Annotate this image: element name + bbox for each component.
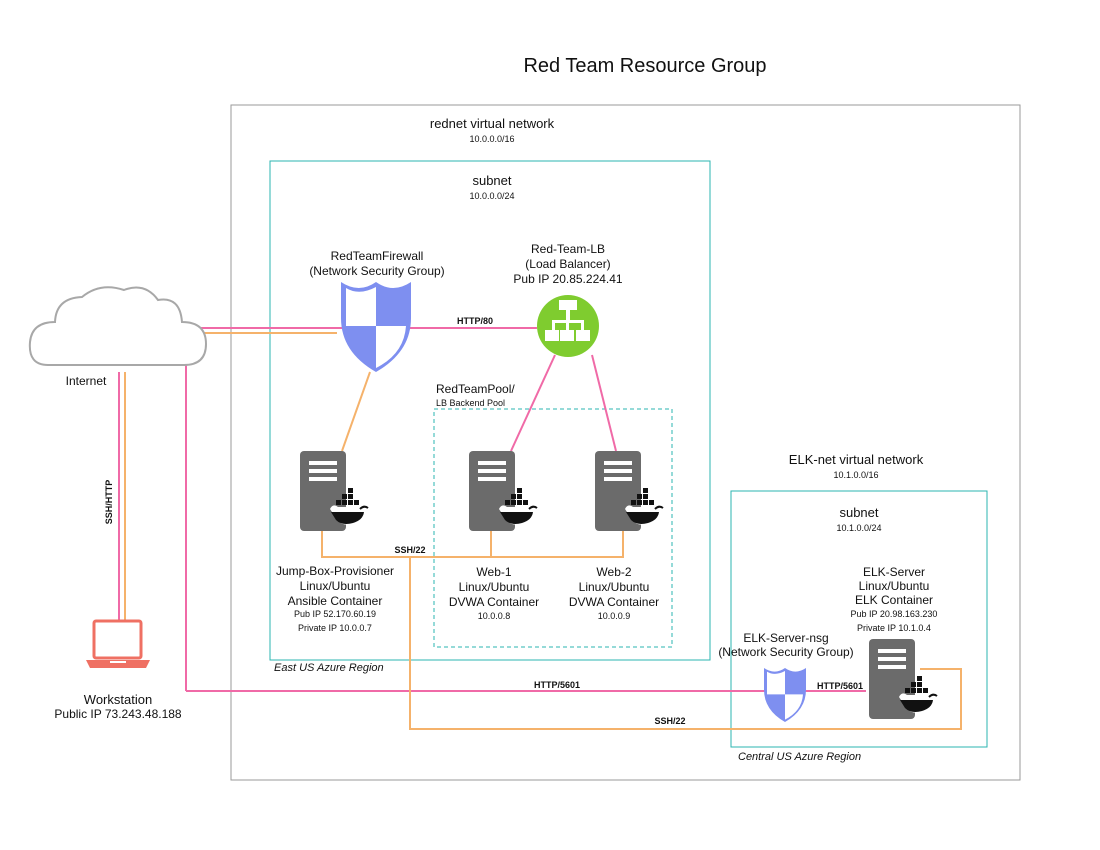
workstation-name: Workstation — [83, 692, 153, 707]
ssh22-outer-label: SSH/22 — [654, 716, 686, 726]
rednet-subnet-name: subnet — [472, 173, 512, 188]
ssh-links — [124, 332, 962, 730]
jumpbox-pub-ip: Pub IP 52.170.60.19 — [294, 609, 376, 619]
elknet-name: ELK-net virtual network — [788, 452, 924, 467]
shield-icon — [764, 668, 806, 722]
elk-nsg-desc: (Network Security Group) — [718, 645, 854, 659]
web1-os: Linux/Ubuntu — [458, 580, 530, 594]
ssh22-inner-label: SSH/22 — [394, 545, 426, 555]
lb-desc: (Load Balancer) — [525, 257, 611, 271]
elknet-subnet-name: subnet — [839, 505, 879, 520]
elk-server-name: ELK-Server — [862, 565, 926, 579]
web2-name: Web-2 — [596, 565, 632, 579]
jumpbox-container: Ansible Container — [287, 594, 383, 608]
load-balancer-icon — [537, 295, 599, 357]
pool-desc: LB Backend Pool — [436, 398, 506, 408]
server-docker-icon — [594, 450, 664, 532]
server-docker-icon — [299, 450, 369, 532]
lb-web1-link — [510, 354, 556, 452]
firewall-name: RedTeamFirewall — [330, 249, 424, 263]
lb-name: Red-Team-LB — [530, 242, 606, 256]
elknet-subnet-box — [730, 490, 988, 748]
ssh-http-label: SSH/HTTP — [104, 480, 114, 525]
jumpbox-private-ip: Private IP 10.0.0.7 — [298, 623, 372, 633]
jumpbox-os: Linux/Ubuntu — [299, 579, 371, 593]
http-links — [118, 327, 866, 692]
pool-name: RedTeamPool/ — [436, 382, 515, 396]
server-docker-icon — [468, 450, 538, 532]
rednet-region: East US Azure Region — [274, 662, 384, 674]
web2-os: Linux/Ubuntu — [578, 580, 650, 594]
page-title: Red Team Resource Group — [523, 55, 767, 77]
firewall-desc: (Network Security Group) — [309, 264, 445, 278]
web2-container: DVWA Container — [568, 595, 660, 609]
web1-container: DVWA Container — [448, 595, 540, 609]
elknet-subnet-cidr: 10.1.0.0/24 — [836, 523, 882, 533]
http5601-inner-label: HTTP/5601 — [816, 681, 864, 691]
elk-server-os: Linux/Ubuntu — [858, 579, 930, 593]
elknet-cidr: 10.1.0.0/16 — [833, 470, 879, 480]
elk-server-container: ELK Container — [854, 593, 934, 607]
rednet-name: rednet virtual network — [429, 116, 555, 131]
lb-ip: Pub IP 20.85.224.41 — [513, 272, 623, 286]
elk-server-pub-ip: Pub IP 20.98.163.230 — [850, 609, 938, 619]
ssh22-outer-link — [409, 557, 962, 730]
ssh22-inner-bus — [321, 530, 624, 558]
shield-icon — [341, 282, 411, 372]
internet-label: Internet — [65, 374, 107, 388]
elk-server-private-ip: Private IP 10.1.0.4 — [857, 623, 931, 633]
rednet-cidr: 10.0.0.0/16 — [469, 134, 515, 144]
lb-web2-link — [591, 354, 617, 452]
rednet-subnet-box — [269, 160, 711, 661]
elknet-region: Central US Azure Region — [738, 751, 862, 763]
http5601-outer-label: HTTP/5601 — [533, 680, 581, 690]
firewall-jumpbox-link — [341, 371, 371, 452]
jumpbox-name: Jump-Box-Provisioner — [275, 564, 395, 578]
web2-ip: 10.0.0.9 — [597, 611, 631, 621]
laptop-icon — [86, 619, 150, 668]
rednet-subnet-cidr: 10.0.0.0/24 — [469, 191, 515, 201]
backend-pool-box — [433, 408, 673, 648]
http80-label: HTTP/80 — [456, 316, 493, 326]
cloud-icon — [28, 286, 208, 366]
web1-ip: 10.0.0.8 — [477, 611, 511, 621]
workstation-ip: Public IP 73.243.48.188 — [54, 707, 182, 721]
web1-name: Web-1 — [476, 565, 512, 579]
resource-group-box — [230, 104, 1021, 781]
elk-nsg-name: ELK-Server-nsg — [743, 631, 829, 645]
